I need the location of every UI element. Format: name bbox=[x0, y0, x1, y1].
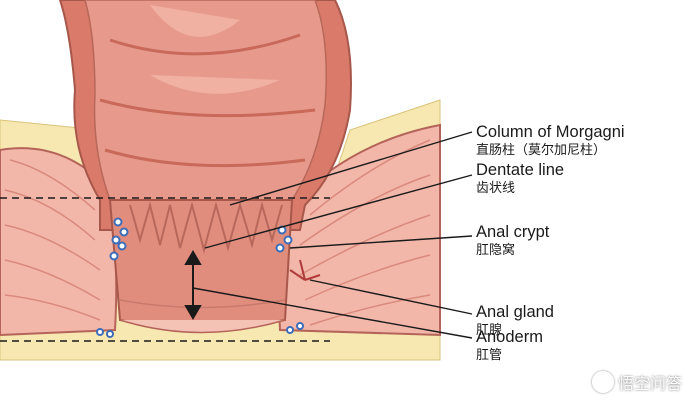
anal-gland-duct bbox=[289, 259, 321, 281]
label-anal-crypt-en: Anal crypt bbox=[476, 223, 550, 241]
watermark: 悟空问答 bbox=[591, 370, 682, 394]
watermark-logo-icon bbox=[591, 371, 614, 393]
label-column-of-morgagni: Column of Morgagni 直肠柱（莫尔加尼柱） bbox=[476, 124, 625, 157]
label-anal-gland-zh: 肛腺 bbox=[476, 322, 503, 338]
anal-canal-length-arrow bbox=[184, 250, 202, 320]
label-leader-lines bbox=[192, 131, 473, 339]
label-anal-crypt: Anal crypt 肛隐窝 bbox=[476, 224, 549, 257]
label-column-of-morgagni-zh: 直肠柱（莫尔加尼柱） bbox=[476, 142, 607, 158]
label-dentate-line-en: Dentate line bbox=[476, 161, 565, 179]
label-dentate-line-zh: 齿状线 bbox=[476, 180, 516, 196]
label-anoderm-zh: 肛管 bbox=[476, 347, 503, 363]
anal-canal bbox=[108, 199, 294, 334]
rectum-wall bbox=[58, 0, 352, 231]
label-anoderm: Anoderm 肛管 bbox=[476, 329, 543, 362]
label-anal-gland: Anal gland 肛腺 bbox=[476, 304, 554, 337]
label-anal-crypt-zh: 肛隐窝 bbox=[476, 242, 516, 258]
anal-gland-dots bbox=[96, 217, 304, 338]
label-anal-gland-en: Anal gland bbox=[476, 303, 554, 321]
label-dentate-line: Dentate line 齿状线 bbox=[476, 162, 564, 195]
watermark-text: 悟空问答 bbox=[617, 374, 682, 393]
label-column-of-morgagni-en: Column of Morgagni bbox=[476, 123, 625, 141]
label-anoderm-en: Anoderm bbox=[476, 328, 543, 346]
